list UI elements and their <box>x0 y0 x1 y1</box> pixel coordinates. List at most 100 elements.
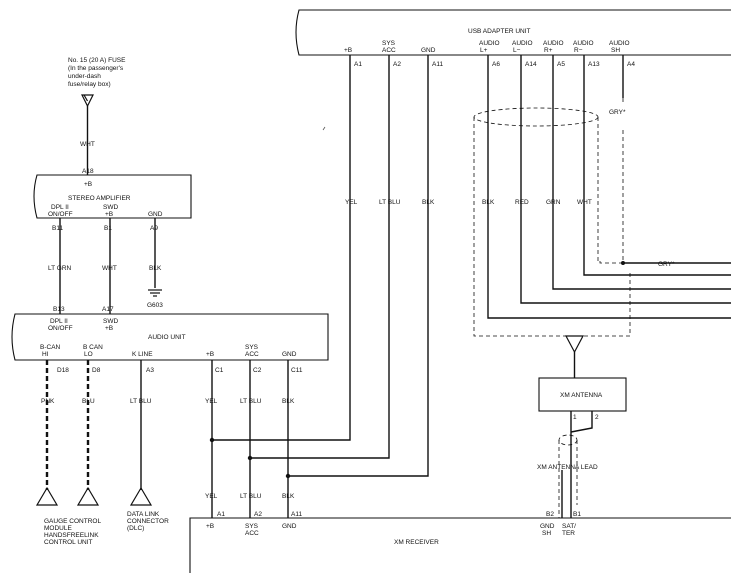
usb-audio-sh-2: SH <box>611 47 620 54</box>
usb-pin-a6: A6 <box>492 61 500 68</box>
junction-dot <box>209 437 215 443</box>
usb-audio-rp-1: AUDIO <box>543 40 564 47</box>
xm-sys-2: ACC <box>245 530 259 537</box>
usb-audio-lp-2: L+ <box>480 47 488 54</box>
stereo-dpl-1: DPL II <box>51 204 69 211</box>
xm-receiver-title: XM RECEIVER <box>394 539 439 546</box>
audio-sys-2: ACC <box>245 351 259 358</box>
audio-unit-title: AUDIO UNIT <box>148 334 186 341</box>
audio-bcan-hi-2: HI <box>42 351 49 358</box>
wire-label-lt-grn: LT GRN <box>48 265 72 272</box>
usb-pin-a14: A14 <box>525 61 537 68</box>
wire-label-blk-audio: BLK <box>482 199 495 206</box>
wire-label-blk-top: BLK <box>282 398 295 405</box>
usb-audio-rm-1: AUDIO <box>573 40 594 47</box>
wire-lt-blu-usb-a2 <box>250 55 390 459</box>
usb-pin-a11: A11 <box>432 61 443 68</box>
audio-sys-1: SYS <box>245 344 259 351</box>
xm-pin-a11: A11 <box>291 511 302 518</box>
usb-pin-a2: A2 <box>393 61 401 68</box>
fuse-symbol <box>81 94 94 175</box>
wire-label-blu: BLU <box>82 398 95 405</box>
wire-label-yel-top: YEL <box>205 398 218 405</box>
usb-sys-2: ACC <box>382 47 396 54</box>
ground-label: G603 <box>147 302 163 309</box>
audio-gnd: GND <box>282 351 297 358</box>
usb-audio-lm-2: L− <box>513 47 521 54</box>
audio-bcan-hi-1: B-CAN <box>40 344 61 351</box>
stereo-gnd: GND <box>148 211 163 218</box>
usb-audio-rp-2: R+ <box>544 47 553 54</box>
wire-label-red: RED <box>515 199 529 206</box>
xm-sys-1: SYS <box>245 523 259 530</box>
wire-label-grn: GRN <box>546 199 561 206</box>
xm-antenna-pin1: 1 <box>573 414 577 421</box>
audio-dpl-1: DPL II <box>50 318 68 325</box>
junction-dot <box>621 261 625 265</box>
stray-mark <box>322 126 326 131</box>
xm-gnd-sh-2: SH <box>542 530 551 537</box>
junction-dot <box>285 473 291 479</box>
wire-xm-lead-2 <box>570 411 593 433</box>
stereo-pin-a18: A18 <box>82 168 94 175</box>
audio-swd-1: SWD <box>103 318 118 325</box>
audio-unit-box <box>11 313 329 361</box>
fuse-label-2: (In the passenger's <box>68 65 124 72</box>
fuse-label-4: fuse/relay box) <box>68 81 111 88</box>
usb-pin-a1: A1 <box>354 61 362 68</box>
wire-label-gry-right: GRY* <box>658 261 675 268</box>
stereo-pin-b1: B1 <box>104 225 112 232</box>
usb-plus-b: +B <box>344 47 352 54</box>
lead-shield-sides <box>558 440 578 518</box>
handsfree-connector-icon <box>76 486 100 506</box>
wire-yel-usb-a1 <box>212 55 351 441</box>
wire-grn-audio-r-plus <box>552 55 731 290</box>
dlc-connector-icon <box>129 486 153 506</box>
audio-pin-d18: D18 <box>57 367 69 374</box>
wire-label-gry-top: GRY* <box>609 109 626 116</box>
usb-audio-lp-1: AUDIO <box>479 40 500 47</box>
wire-label-pnk: PNK <box>41 398 55 405</box>
audio-kline: K LINE <box>132 351 153 358</box>
audio-pin-c1: C1 <box>215 367 224 374</box>
usb-pin-a13: A13 <box>588 61 600 68</box>
gauge-label-4: CONTROL UNIT <box>44 539 93 546</box>
usb-unit-title: USB ADAPTER UNIT <box>468 28 531 35</box>
wire-red-audio-l-minus <box>520 55 731 304</box>
wire-gry-shield-dash <box>599 98 624 264</box>
audio-dpl-2: ON/OFF <box>48 325 73 332</box>
gauge-label-2: MODULE <box>44 525 72 532</box>
audio-pin-a17: A17 <box>102 306 114 313</box>
wire-label-wht-fuse: WHT <box>80 141 95 148</box>
wire-label-wht-audio: WHT <box>577 199 592 206</box>
audio-pin-c11: C11 <box>291 367 303 374</box>
xm-gnd: GND <box>282 523 297 530</box>
junction-dot <box>247 455 253 461</box>
wire-label-blk-bottom: BLK <box>282 493 295 500</box>
lead-shield-ellipse <box>558 434 578 446</box>
wire-label-lt-blu-top: LT BLU <box>240 398 262 405</box>
wire-blk-usb-a11 <box>288 55 429 477</box>
wire-label-lt-blu-bottom: LT BLU <box>240 493 262 500</box>
xm-sat-1: SAT/ <box>562 523 576 530</box>
dlc-label-2: CONNECTOR <box>127 518 169 525</box>
usb-sys-1: SYS <box>382 40 396 47</box>
usb-audio-sh-1: AUDIO <box>609 40 630 47</box>
audio-pin-b13: B13 <box>53 306 65 313</box>
usb-pin-a5: A5 <box>557 61 565 68</box>
wire-label-lt-blu-kline: LT BLU <box>130 398 152 405</box>
wire-wht-audio-r-minus <box>583 55 731 276</box>
dlc-label-3: (DLC) <box>127 525 144 532</box>
xm-antenna-pin2: 2 <box>595 414 599 421</box>
wire-label-blk-usb: BLK <box>422 199 435 206</box>
xm-pin-a2: A2 <box>254 511 262 518</box>
ground-symbol <box>148 289 162 297</box>
xm-gnd-sh-1: GND <box>540 523 555 530</box>
xm-antenna-box <box>538 377 627 412</box>
xm-antenna-lead: XM ANTENNA LEAD <box>537 464 598 471</box>
stereo-swd-1: SWD <box>103 204 118 211</box>
xm-receiver-box <box>189 517 731 573</box>
audio-pin-a3: A3 <box>146 367 154 374</box>
